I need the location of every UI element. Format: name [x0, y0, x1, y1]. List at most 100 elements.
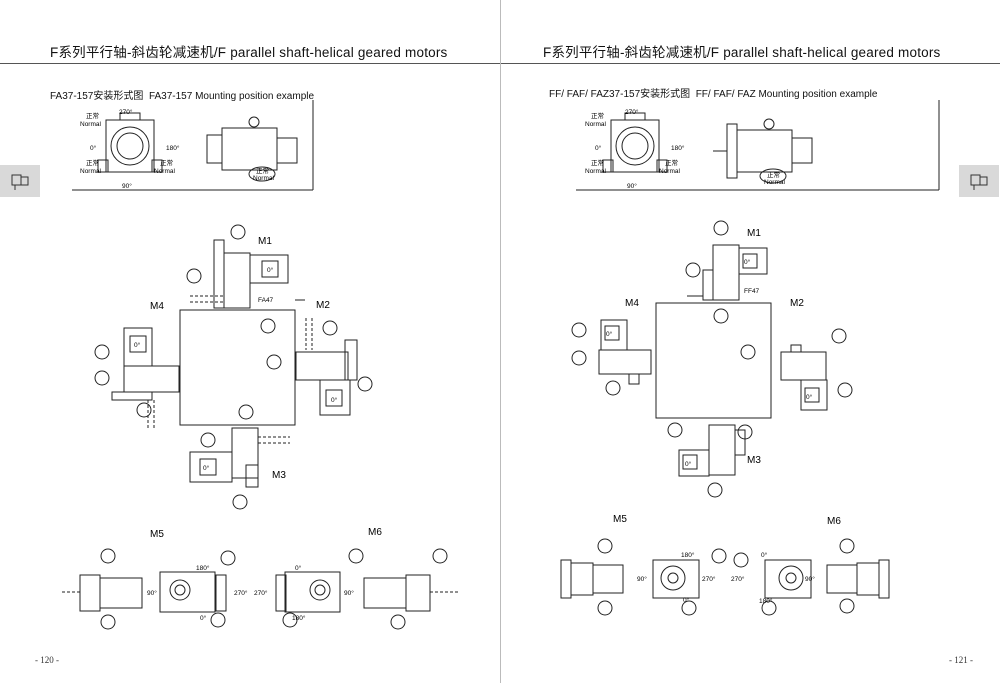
- ex-angle-0: 0°: [90, 144, 97, 152]
- right-page: F系列平行轴-斜齿轮减速机/F parallel shaft-helical g…: [500, 0, 1000, 683]
- right-page-header: F系列平行轴-斜齿轮减速机/F parallel shaft-helical g…: [543, 45, 941, 60]
- m6-angle-90: 90°: [344, 589, 354, 597]
- ex-normal-en-1: Normal: [585, 121, 607, 128]
- m2-angle: 0°: [806, 393, 813, 401]
- label-m2: M2: [316, 300, 330, 311]
- ex-angle-90: 90°: [122, 182, 132, 190]
- ex-normal-cn-1: 正常: [86, 111, 99, 120]
- m1-unit: [685, 220, 768, 324]
- ex-normal-en-2: Normal: [80, 168, 102, 175]
- left-page: F系列平行轴-斜齿轮减速机/F parallel shaft-helical g…: [0, 45, 500, 665]
- m5-angle-0: 0°: [683, 596, 690, 604]
- ex-angle-0: 0°: [595, 144, 602, 152]
- example-side-view: [713, 118, 813, 184]
- label-m6: M6: [368, 527, 382, 538]
- m5-unit: [560, 538, 727, 616]
- m3-angle: 0°: [203, 464, 210, 472]
- label-m6: M6: [827, 516, 841, 527]
- m5-angle-270: 270°: [702, 575, 716, 583]
- m5-angle-0: 0°: [200, 614, 207, 622]
- right-header-rule: [501, 63, 1000, 64]
- m4-unit: [94, 327, 180, 428]
- left-header-rule: [0, 63, 500, 64]
- ex-normal-cn-2: 正常: [591, 158, 604, 167]
- model-label: FA47: [258, 297, 274, 304]
- left-page-number: - 120 -: [35, 655, 59, 665]
- m5-unit: [62, 548, 236, 630]
- m6-angle-0: 0°: [761, 551, 768, 559]
- m2-unit: [740, 328, 853, 411]
- label-m2: M2: [790, 298, 804, 309]
- left-section-title: FA37-157安装形式图 FA37-157 Mounting position…: [50, 87, 314, 102]
- label-m3: M3: [272, 470, 286, 481]
- left-page-header: F系列平行轴-斜齿轮减速机/F parallel shaft-helical g…: [50, 45, 448, 60]
- m1-angle: 0°: [744, 258, 751, 266]
- ex-normal-en-3: Normal: [154, 168, 176, 175]
- ex-angle-270: 270°: [625, 108, 639, 116]
- gearmotor-thumb-icon: [11, 174, 29, 190]
- right-side-tab: [959, 165, 999, 197]
- ex-normal-en-2: Normal: [585, 168, 607, 175]
- example-side-view: [206, 116, 298, 182]
- label-m1: M1: [747, 228, 761, 239]
- label-m4: M4: [625, 298, 639, 309]
- right-drawing: 270° 正常 Normal 0° 180° 正常 Normal 正常 Norm…: [560, 100, 940, 616]
- ex-angle-90: 90°: [627, 182, 637, 190]
- ex-angle-180: 180°: [166, 144, 180, 152]
- m5-angle-180: 180°: [681, 551, 695, 559]
- m4-angle: 0°: [134, 341, 141, 349]
- ex-side-normal-en: Normal: [253, 175, 275, 182]
- m6-angle-270: 270°: [731, 575, 745, 583]
- m5-angle-180: 180°: [196, 564, 210, 572]
- left-side-tab: [0, 165, 40, 197]
- right-section-title-en: FF/ FAF/ FAZ Mounting position example: [695, 89, 878, 100]
- ex-normal-cn-2: 正常: [86, 158, 99, 167]
- m3-angle: 0°: [685, 460, 692, 468]
- example-front-view: [602, 112, 668, 173]
- label-m5: M5: [613, 514, 627, 525]
- m2-unit: [266, 318, 373, 416]
- ex-angle-180: 180°: [671, 144, 685, 152]
- m6-angle-270: 270°: [254, 589, 268, 597]
- m5-angle-90: 90°: [637, 575, 647, 583]
- left-drawing: 270° 正常 Normal 0° 180° 正常 Normal 正常 Norm…: [62, 100, 460, 630]
- label-m1: M1: [258, 236, 272, 247]
- m5-angle-270: 270°: [234, 589, 248, 597]
- m5-angle-90: 90°: [147, 589, 157, 597]
- example-front-view: [97, 112, 163, 173]
- label-m5: M5: [150, 529, 164, 540]
- ex-normal-en-3: Normal: [659, 168, 681, 175]
- label-m4: M4: [150, 301, 164, 312]
- m3-unit: [189, 404, 290, 510]
- m6-unit: [275, 548, 460, 630]
- ex-side-normal-en: Normal: [764, 179, 786, 186]
- left-section-title-cn: FA37-157安装形式图: [50, 91, 144, 102]
- right-section-title-cn: FF/ FAF/ FAZ37-157安装形式图: [549, 89, 691, 100]
- right-section-title: FF/ FAF/ FAZ37-157安装形式图 FF/ FAF/ FAZ Mou…: [549, 85, 877, 100]
- mounting-wall: [655, 302, 772, 419]
- ex-normal-cn-3: 正常: [665, 158, 678, 167]
- m6-unit: [733, 538, 890, 616]
- left-section-title-en: FA37-157 Mounting position example: [148, 91, 315, 102]
- m6-angle-180: 180°: [292, 614, 306, 622]
- ex-normal-en-1: Normal: [80, 121, 102, 128]
- ex-side-normal-cn: 正常: [767, 170, 780, 179]
- m6-angle-0: 0°: [295, 564, 302, 572]
- gearmotor-thumb-icon: [970, 174, 988, 190]
- ex-normal-cn-3: 正常: [160, 158, 173, 167]
- label-m3: M3: [747, 455, 761, 466]
- m2-angle: 0°: [331, 396, 338, 404]
- mounting-wall: [179, 309, 296, 426]
- ex-normal-cn-1: 正常: [591, 111, 604, 120]
- model-label: FF47: [744, 288, 760, 295]
- m1-angle: 0°: [267, 266, 274, 274]
- ex-angle-270: 270°: [119, 108, 133, 116]
- m3-unit: [667, 422, 753, 498]
- m1-unit: [186, 224, 289, 334]
- right-page-number: - 121 -: [949, 655, 973, 665]
- m4-angle: 0°: [606, 330, 613, 338]
- m6-angle-90: 90°: [805, 575, 815, 583]
- ex-side-normal-cn: 正常: [256, 166, 269, 175]
- m6-angle-180: 180°: [759, 597, 773, 605]
- m4-unit: [571, 319, 652, 396]
